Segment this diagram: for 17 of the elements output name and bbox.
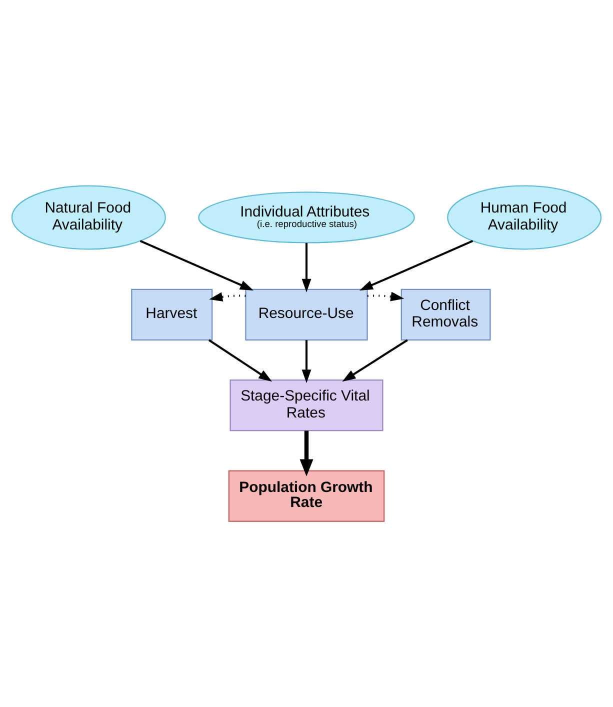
node-box: Population Growth Rate — [228, 470, 385, 522]
arrow — [209, 292, 246, 302]
arrow — [140, 240, 254, 291]
node-box: Harvest — [131, 288, 213, 340]
arrow — [367, 292, 404, 302]
arrow — [359, 240, 474, 291]
arrow — [302, 242, 312, 292]
node-ellipse: Natural Food Availability — [11, 185, 166, 250]
arrow — [302, 340, 312, 384]
node-ellipse: Human Food Availability — [447, 185, 602, 250]
node-box: Conflict Removals — [400, 288, 491, 340]
arrow — [300, 430, 314, 476]
arrow — [208, 339, 272, 382]
node-ellipse: Individual Attributes (i.e. reproductive status) — [198, 192, 415, 244]
node-box: Stage-Specific Vital Rates — [230, 380, 384, 432]
arrow — [342, 339, 408, 382]
node-box: Resource-Use — [245, 288, 368, 340]
